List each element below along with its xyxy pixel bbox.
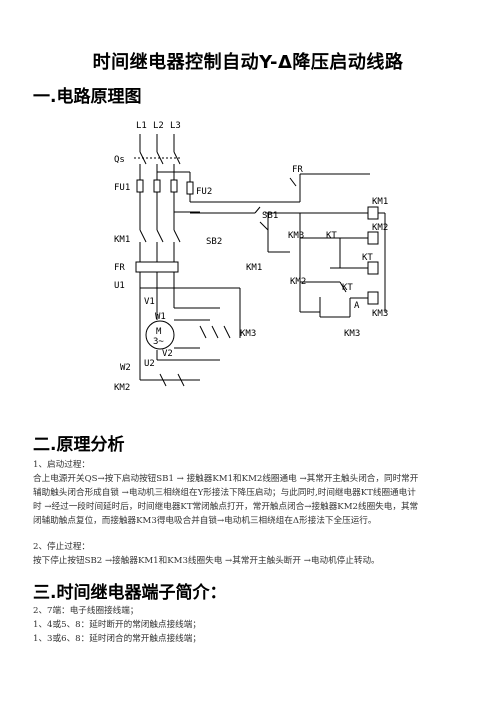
label-km2-coil: KM2	[372, 223, 388, 233]
label-qs: Qs	[114, 155, 125, 165]
start-process: 1、启动过程： 合上电源开关QS→按下启动按钮SB1 → 接触器KM1和KM2线…	[33, 458, 465, 528]
label-kt-delay: KT	[342, 283, 353, 293]
label-kt-coil: KT	[362, 253, 373, 263]
label-motor-m: M	[156, 327, 162, 337]
label-km1-coil: KM1	[372, 197, 388, 207]
label-sb1: SB1	[262, 211, 278, 221]
label-u2: U2	[144, 359, 155, 369]
label-km2-main: KM2	[114, 383, 130, 393]
label-v1: V1	[144, 297, 155, 307]
stop-line-1: 按下停止按钮SB2 →接触器KM1和KM3线圈失电 →其常开主触头断开 →电动机…	[33, 556, 380, 566]
label-km1-main: KM1	[114, 235, 130, 245]
start-line-3: 时 →经过一段时间延时后，时间继电器KT常闭触点打开，常开触点闭合→接触器KM2…	[33, 502, 419, 512]
start-line-2: 辅助触头闭合形成自锁 →电动机三相绕组在Y形接法下降压启动；与此同时,时间继电器…	[33, 488, 416, 498]
document-title: 时间继电器控制自动Y-Δ降压启动线路	[92, 52, 404, 73]
label-km2-aux: KM2	[290, 277, 306, 287]
terminal-line-1: 2、7端：电子线圈接线端；	[33, 606, 139, 616]
label-u1: U1	[114, 281, 125, 291]
label-motor-3ph: 3~	[153, 337, 164, 347]
label-fu1: FU1	[114, 183, 130, 193]
label-kt-a: A	[354, 301, 360, 311]
start-line-1: 合上电源开关QS→按下启动按钮SB1 → 接触器KM1和KM2线圈通电 →其常开…	[33, 474, 419, 484]
label-kt-contact: KT	[326, 231, 337, 241]
label-km3-main: KM3	[240, 329, 256, 339]
label-km3-aux: KM3	[288, 231, 304, 241]
label-km3-coil: KM3	[372, 309, 388, 319]
section2-heading: 二.原理分析	[33, 435, 125, 455]
terminal-line-2: 1、4或5、8：延时断开的常闭触点接线端；	[33, 620, 201, 630]
label-fr-main: FR	[114, 263, 125, 273]
label-sb2: SB2	[206, 237, 222, 247]
stop-label: 2、停止过程：	[33, 542, 91, 552]
section3-heading: 三.时间继电器端子简介：	[33, 583, 227, 603]
label-fu2: FU2	[196, 187, 212, 197]
start-line-4: 闭辅助触点复位，而接触器KM3得电吸合并自锁→电动机三相绕组在Δ形接法下全压运行…	[33, 516, 377, 526]
label-km1-aux: KM1	[246, 263, 262, 273]
circuit-diagram: L1 L2 L3 Qs FU1 FU2 FR KM1 FR U1 V1 W1 M…	[114, 121, 388, 393]
section1-heading: 一.电路原理图	[33, 87, 142, 107]
terminal-intro: 2、7端：电子线圈接线端； 1、4或5、8：延时断开的常闭触点接线端； 1、3或…	[33, 604, 465, 646]
label-km3-interlock: KM3	[344, 329, 360, 339]
label-L1: L1	[136, 121, 147, 131]
label-fr-control: FR	[292, 165, 303, 175]
label-v2: V2	[162, 349, 173, 359]
label-w2: W2	[120, 363, 131, 373]
start-label: 1、启动过程：	[33, 460, 91, 470]
label-L2: L2	[153, 121, 164, 131]
label-w1: W1	[155, 312, 166, 322]
label-L3: L3	[170, 121, 181, 131]
terminal-line-3: 1、3或6、8：延时闭合的常开触点接线端；	[33, 634, 201, 644]
stop-process: 2、停止过程： 按下停止按钮SB2 →接触器KM1和KM3线圈失电 →其常开主触…	[33, 540, 465, 568]
